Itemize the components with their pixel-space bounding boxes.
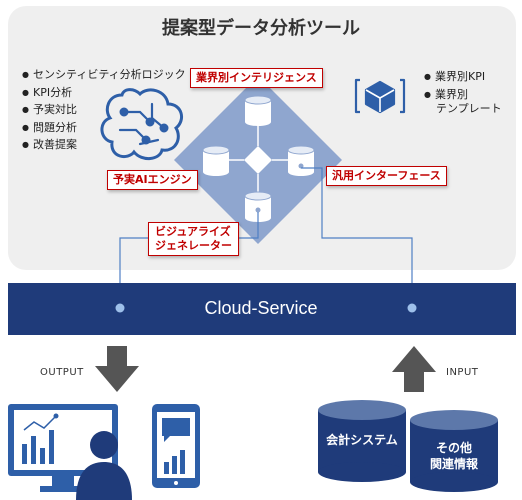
feature-item: 問題分析 (22, 119, 186, 137)
input-label: INPUT (446, 367, 479, 378)
feature-item: 改善提案 (22, 136, 186, 154)
label-visualize-generator: ビジュアライズ ジェネレーター (148, 222, 239, 256)
cloud-service-label: Cloud-Service (204, 298, 318, 318)
cloud-bar-shape (8, 283, 516, 335)
database-icon (202, 145, 230, 176)
arrow-up-icon (392, 346, 436, 392)
db-other-line1: その他 (435, 441, 472, 455)
database-icon (318, 400, 406, 482)
database-icon (410, 410, 498, 492)
brain-network-icon (100, 88, 184, 160)
right-feature-item: ●業界別テンプレート (424, 88, 502, 115)
feature-item: センシティビティ分析ロジック (22, 66, 186, 84)
db-other-label: その他 関連情報 (410, 440, 498, 472)
label-ai-engine: 予実AIエンジン (107, 170, 198, 190)
inner-diamond (244, 146, 272, 174)
tablet-chart-icon (152, 404, 200, 488)
right-feature-item: ●業界別KPI (424, 70, 486, 83)
arrow-down-icon (95, 346, 139, 392)
output-label: OUTPUT (40, 367, 84, 378)
label-visualize-line2: ジェネレーター (155, 239, 232, 252)
database-icon (287, 145, 315, 176)
label-industry-intelligence: 業界別インテリジェンス (190, 68, 323, 88)
feature-list: センシティビティ分析ロジック KPI分析 予実対比 問題分析 改善提案 (22, 66, 186, 154)
feature-item: KPI分析 (22, 84, 186, 102)
box-cube-icon (354, 78, 406, 114)
db-other-line2: 関連情報 (429, 457, 478, 471)
page-title: 提案型データ分析ツール (162, 18, 360, 39)
cloud-port-left (115, 303, 125, 313)
label-interface: 汎用インターフェース (326, 166, 447, 186)
label-visualize-line1: ビジュアライズ (155, 225, 231, 238)
feature-item: 予実対比 (22, 101, 186, 119)
monitor-chart-icon (8, 404, 118, 492)
right-feature-list: ●業界別KPI ●業界別テンプレート (424, 70, 502, 120)
cloud-port-right (407, 303, 417, 313)
db-accounting-label: 会計システム (326, 433, 398, 447)
user-icon (76, 431, 132, 500)
database-icon (244, 95, 272, 126)
